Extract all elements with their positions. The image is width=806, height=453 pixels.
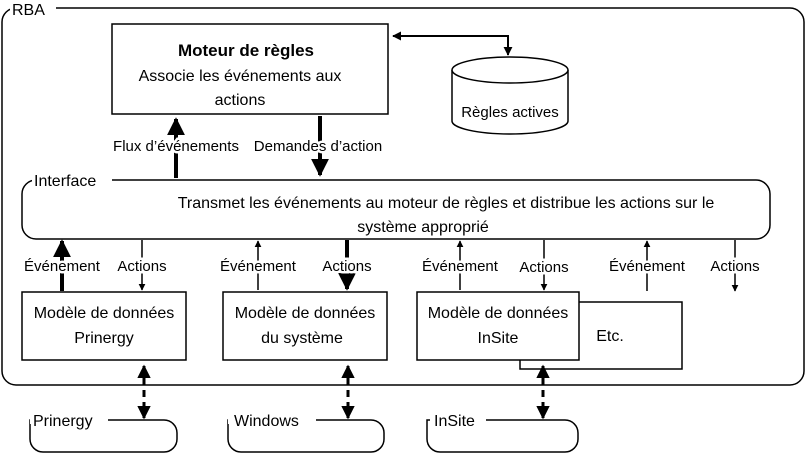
external-system-prinergy-label: Prinergy — [33, 413, 93, 430]
etc-label: Etc. — [596, 328, 624, 345]
data-model-system-line1: Modèle de données — [235, 305, 376, 322]
external-system-windows — [227, 419, 385, 453]
rule-engine-desc-line1: Associe les événements aux — [139, 68, 342, 85]
data-model-system — [222, 291, 388, 361]
data-model-insite-line1: Modèle de données — [428, 305, 569, 322]
action-label-etc: Actions — [710, 258, 759, 275]
data-model-prinergy-line1: Modèle de données — [34, 305, 175, 322]
external-system-insite-label: InSite — [434, 413, 475, 430]
data-model-prinergy — [21, 291, 187, 361]
interface-desc-line2: système approprié — [357, 219, 489, 236]
event-label-etc: Événement — [609, 258, 686, 275]
rule-engine-box — [111, 23, 389, 115]
event-label-prinergy: Événement — [24, 258, 101, 275]
external-system-windows-label: Windows — [234, 413, 299, 430]
event-label-system: Événement — [220, 258, 297, 275]
data-model-insite-line2: InSite — [478, 330, 519, 347]
data-model-prinergy-line2: Prinergy — [74, 330, 134, 347]
action-label-insite: Actions — [519, 259, 568, 276]
interface-title: Interface — [34, 173, 96, 190]
event-flow-label: Flux d’événements — [113, 138, 239, 155]
action-label-prinergy: Actions — [117, 258, 166, 275]
interface-box — [21, 179, 771, 240]
rule-engine-title: Moteur de règles — [178, 41, 314, 60]
rba-frame-title: RBA — [12, 2, 45, 19]
active-rules-label: Règles actives — [461, 104, 559, 121]
rba-frame — [1, 7, 805, 386]
action-label-system: Actions — [322, 258, 371, 275]
external-system-prinergy — [29, 419, 178, 453]
interface-desc-line1: Transmet les événements au moteur de règ… — [178, 195, 715, 212]
active-rules-database: Règles actives — [451, 56, 569, 135]
data-model-system-line2: du système — [261, 330, 343, 347]
data-model-insite — [416, 291, 580, 361]
engine-database-link — [392, 31, 513, 56]
rule-engine-desc-line2: actions — [215, 92, 266, 109]
event-label-insite: Événement — [422, 258, 499, 275]
external-system-insite — [426, 419, 579, 453]
action-requests-label: Demandes d’action — [254, 138, 382, 155]
